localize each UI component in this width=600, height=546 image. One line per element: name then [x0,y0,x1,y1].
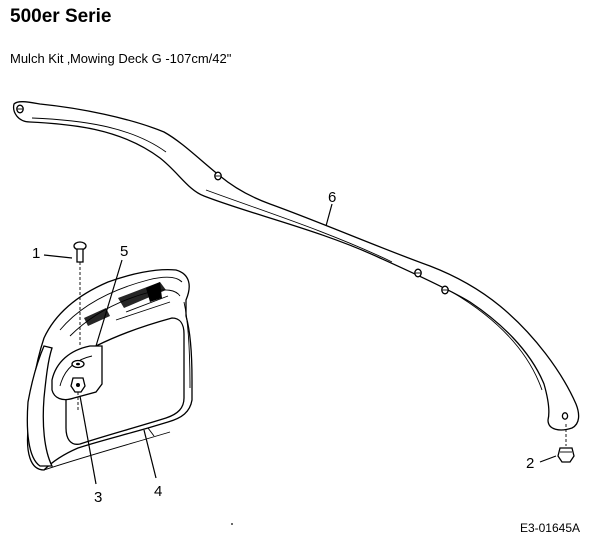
callout-3: 3 [94,489,102,506]
leader-line-1 [43,254,73,259]
callout-1: 1 [32,245,40,262]
carriage-bolt-part [73,241,87,346]
callout-6: 6 [328,189,336,206]
washer-part [71,359,85,369]
lock-nut-part [70,377,86,410]
bolt-hole [214,171,222,181]
page-subtitle: Mulch Kit ‚Mowing Deck G -107cm/42" [10,51,232,66]
leader-line-5 [95,259,123,347]
leader-line-6 [325,203,333,227]
bolt-hole [414,268,422,278]
page-title: 500er Serie [10,6,112,27]
baffle-strip-part [12,101,580,431]
callout-4: 4 [154,483,162,500]
drawing-code: E3-01645A [519,521,580,535]
leader-line-2 [539,455,557,463]
stray-dot [231,523,233,525]
nut-part [557,424,575,463]
callout-5: 5 [120,243,128,260]
bolt-hole [16,104,24,114]
leader-line-4 [143,429,157,479]
mulch-cover-part [26,268,193,471]
callout-2: 2 [526,455,534,472]
bolt-hole [561,412,569,420]
leader-line-3 [79,395,97,485]
bolt-hole [441,285,449,295]
